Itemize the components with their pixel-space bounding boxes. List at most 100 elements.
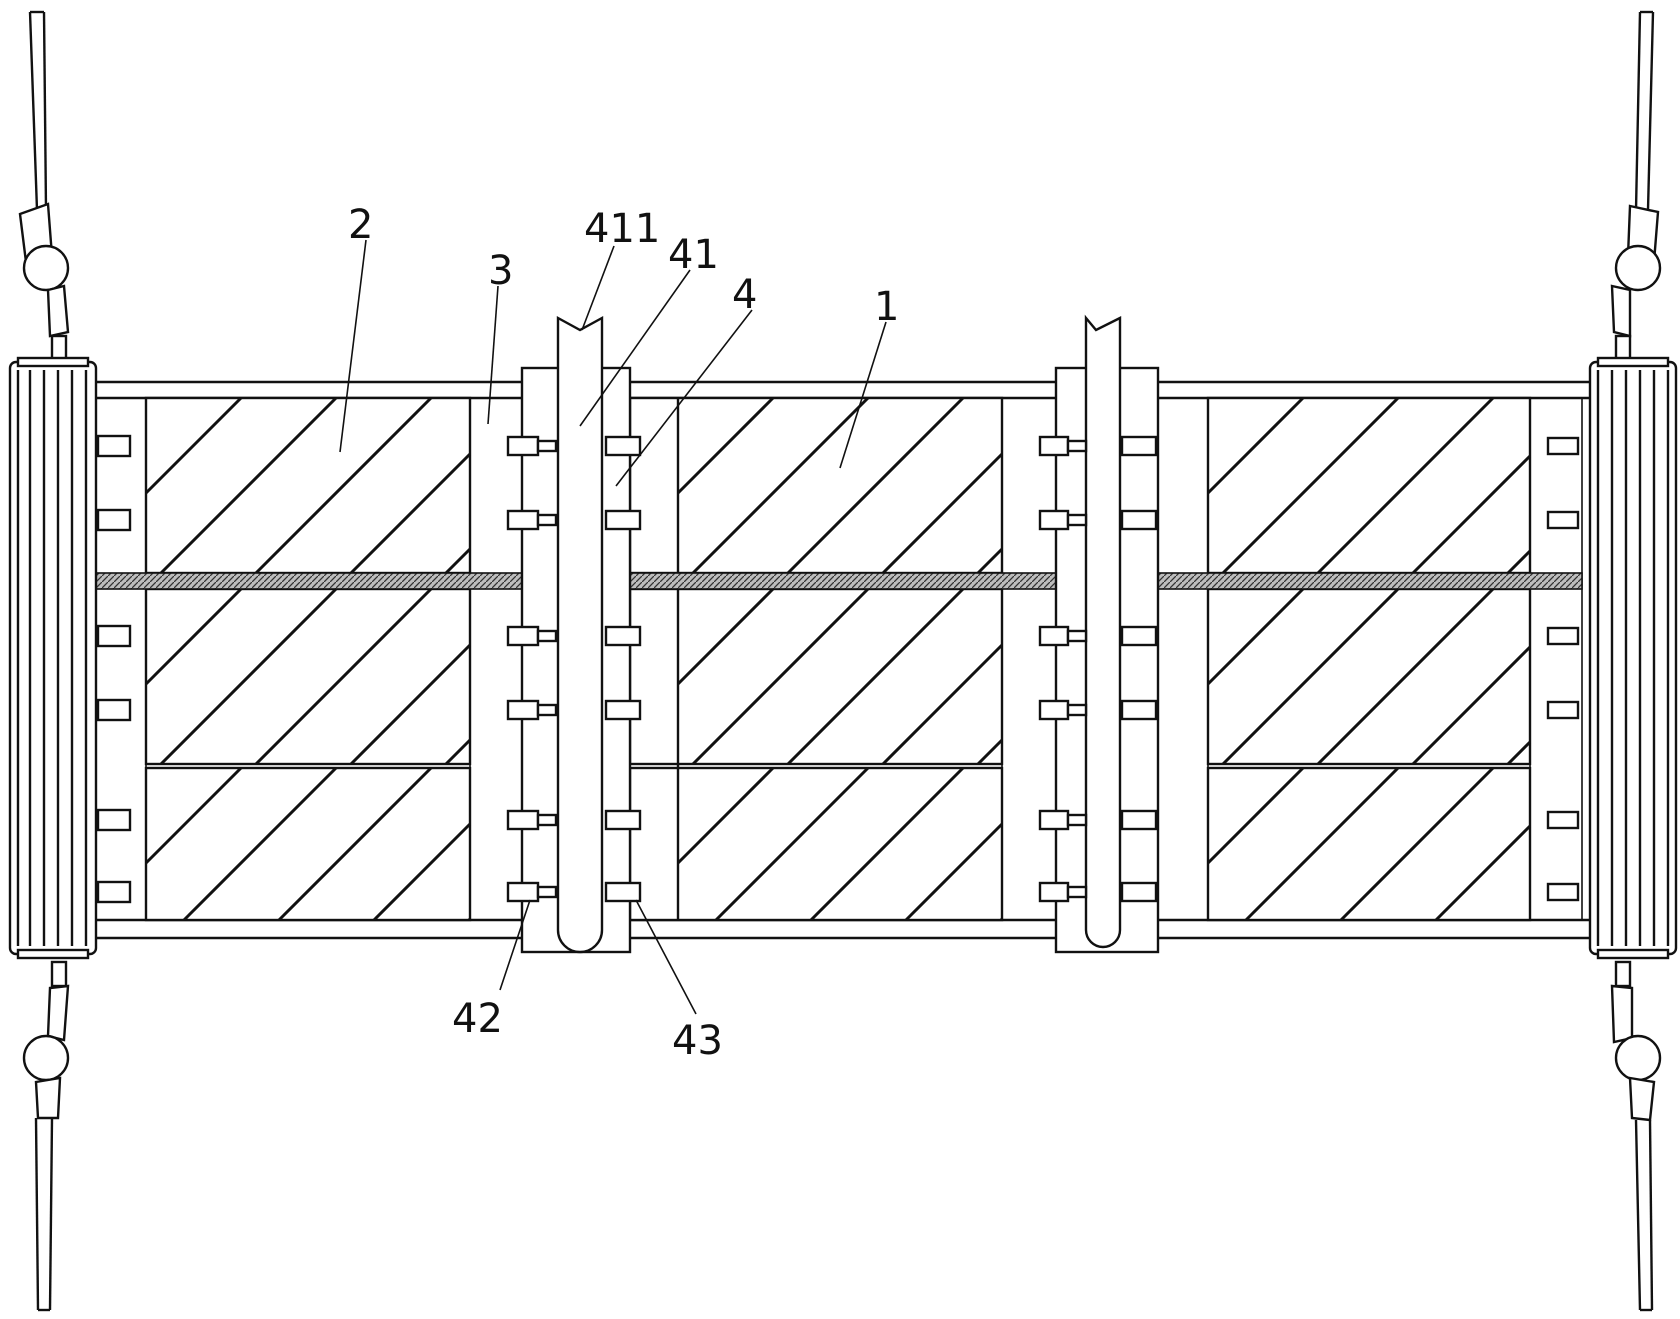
bolt-shank bbox=[1066, 629, 1088, 643]
hatch-line bbox=[676, 766, 775, 865]
hatch-line bbox=[676, 587, 775, 686]
hatch-line bbox=[976, 547, 1004, 575]
roller-left bbox=[8, 356, 98, 960]
support-arm-bottom-left bbox=[22, 960, 70, 1312]
bolt-head bbox=[1038, 435, 1070, 457]
bolt-shank bbox=[1066, 885, 1088, 899]
hatch-line bbox=[1221, 587, 1400, 766]
clamp-left bbox=[520, 315, 632, 954]
hatch-line bbox=[904, 822, 1004, 922]
hatch-line bbox=[1339, 766, 1495, 922]
clamp-right bbox=[1054, 314, 1160, 954]
hatch-line bbox=[1506, 549, 1532, 575]
support-arm-top-left bbox=[18, 10, 70, 362]
hatch-line bbox=[676, 396, 775, 495]
bolt-nut bbox=[604, 435, 642, 457]
leader-lines bbox=[339, 239, 887, 1015]
panels-left-section bbox=[144, 396, 472, 922]
hatch-line bbox=[444, 547, 472, 575]
label-4: 4 bbox=[732, 272, 757, 318]
bolt-nut bbox=[1120, 809, 1158, 831]
hatch-line bbox=[349, 643, 472, 766]
bolt-head bbox=[506, 625, 540, 647]
hatch-line bbox=[349, 452, 472, 575]
fitting bbox=[96, 880, 132, 904]
fitting bbox=[1546, 810, 1580, 830]
bolt-shank bbox=[536, 513, 558, 527]
hatch-line bbox=[1411, 645, 1532, 766]
bolt-nut bbox=[604, 881, 642, 903]
hatch-line bbox=[372, 822, 472, 922]
fitting bbox=[96, 698, 132, 722]
label-42: 42 bbox=[452, 996, 503, 1042]
callout-labels: 2 3 411 41 4 1 42 43 bbox=[348, 202, 899, 1064]
bolt-head bbox=[506, 435, 540, 457]
bolt-shank bbox=[536, 439, 558, 453]
bolt-nut bbox=[604, 509, 642, 531]
label-2: 2 bbox=[348, 202, 373, 248]
hatch-line bbox=[1206, 766, 1305, 865]
bolt-head bbox=[1038, 881, 1070, 903]
label-41: 41 bbox=[668, 232, 719, 278]
hatch-line bbox=[467, 917, 472, 922]
hatch-line bbox=[976, 738, 1004, 766]
bolt-shank bbox=[1066, 439, 1088, 453]
bolt-shank bbox=[536, 813, 558, 827]
hatch-line bbox=[786, 587, 965, 766]
hatch-line bbox=[254, 587, 433, 766]
hatch-line bbox=[159, 396, 338, 575]
hatch-line bbox=[691, 587, 870, 766]
bolt-shank bbox=[536, 629, 558, 643]
bolt-shank bbox=[536, 885, 558, 899]
hatch-line bbox=[691, 396, 870, 575]
fitting bbox=[96, 624, 132, 648]
support-arm-top-right bbox=[1610, 10, 1662, 362]
fitting bbox=[1546, 436, 1580, 456]
fitting bbox=[1546, 700, 1580, 720]
hatch-line bbox=[444, 738, 472, 766]
bolt-head bbox=[506, 509, 540, 531]
hatch-line bbox=[144, 587, 243, 686]
hatch-line bbox=[1316, 396, 1495, 575]
hatch-line bbox=[1206, 587, 1305, 686]
label-43: 43 bbox=[672, 1018, 723, 1064]
hatch-line bbox=[144, 396, 243, 495]
hatch-line bbox=[1316, 587, 1495, 766]
fitting bbox=[1546, 882, 1580, 902]
hatch-line bbox=[881, 643, 1004, 766]
bolt-shank bbox=[1066, 813, 1088, 827]
bolt-nut bbox=[604, 625, 642, 647]
hatch-line bbox=[1206, 396, 1305, 495]
bolts bbox=[96, 434, 1580, 904]
hatch-line bbox=[254, 396, 433, 575]
fitting bbox=[96, 808, 132, 832]
bolt-nut bbox=[604, 699, 642, 721]
label-3: 3 bbox=[488, 248, 513, 294]
hatch-line bbox=[1434, 824, 1532, 922]
fitting bbox=[96, 434, 132, 458]
hatch-line bbox=[1244, 766, 1400, 922]
panels-right-section bbox=[1206, 396, 1532, 922]
bolt-head bbox=[506, 699, 540, 721]
bolt-nut bbox=[1120, 435, 1158, 457]
bolt-nut bbox=[1120, 881, 1158, 903]
support-arm-bottom-right bbox=[1610, 960, 1662, 1312]
hatch-line bbox=[144, 766, 243, 865]
hatch-line bbox=[159, 587, 338, 766]
fitting bbox=[1546, 510, 1580, 530]
bolt-nut bbox=[1120, 509, 1158, 531]
label-411: 411 bbox=[584, 206, 660, 252]
hatch-line bbox=[277, 766, 433, 922]
fitting bbox=[1546, 626, 1580, 646]
bolt-head bbox=[1038, 625, 1070, 647]
label-1: 1 bbox=[874, 284, 899, 330]
bolt-shank bbox=[536, 703, 558, 717]
hatch-line bbox=[1506, 740, 1532, 766]
bolt-shank bbox=[1066, 703, 1088, 717]
bolt-head bbox=[506, 809, 540, 831]
hatch-line bbox=[1411, 454, 1532, 575]
seam-band bbox=[95, 572, 1583, 590]
hatch-line bbox=[714, 766, 870, 922]
bolt-head bbox=[1038, 809, 1070, 831]
